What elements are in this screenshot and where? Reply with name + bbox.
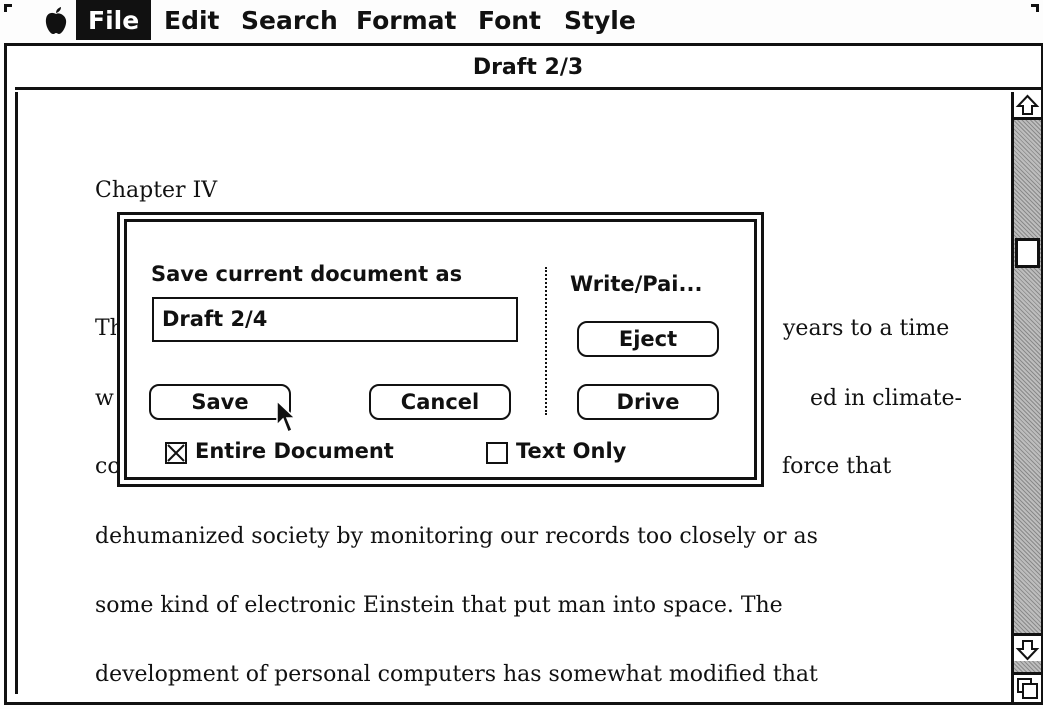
mouse-pointer-icon xyxy=(276,399,297,434)
document-line: ed in climate- xyxy=(810,386,962,411)
entire-document-checkbox[interactable] xyxy=(165,442,187,464)
scroll-down-button[interactable] xyxy=(1014,633,1041,661)
menu-search[interactable]: Search xyxy=(241,6,338,35)
text-only-checkbox[interactable] xyxy=(486,442,508,464)
document-line: force that xyxy=(782,454,892,479)
title-bar[interactable]: Draft 2/3 xyxy=(15,46,1041,90)
entire-document-label[interactable]: Entire Document xyxy=(195,439,394,463)
scroll-down-arrow-icon xyxy=(1015,640,1040,661)
filename-value: Draft 2/4 xyxy=(162,307,268,331)
scroll-up-button[interactable] xyxy=(1014,92,1041,120)
document-line: dehumanized society by monitoring our re… xyxy=(95,524,818,549)
disk-name-label: Write/Pai... xyxy=(570,272,703,296)
document-text-area[interactable]: Chapter IV Th years to a time w ed in cl… xyxy=(15,92,1013,694)
text-only-label[interactable]: Text Only xyxy=(516,439,627,463)
save-prompt-label: Save current document as xyxy=(151,262,463,286)
menu-file[interactable]: File xyxy=(76,0,152,40)
menu-bar: File Edit Search Format Font Style xyxy=(0,0,1043,44)
document-line: years to a time xyxy=(783,316,950,341)
screen-corner-top-left xyxy=(4,4,12,12)
window-title: Draft 2/3 xyxy=(472,55,584,80)
scroll-up-arrow-icon xyxy=(1015,94,1040,115)
dialog-divider xyxy=(545,267,547,415)
menu-edit[interactable]: Edit xyxy=(164,6,220,35)
document-line: co xyxy=(95,454,121,479)
apple-icon[interactable] xyxy=(43,6,69,36)
document-line: Chapter IV xyxy=(95,178,218,203)
save-dialog-frame: Save current document as Draft 2/4 Write… xyxy=(124,219,757,480)
save-dialog: Save current document as Draft 2/4 Write… xyxy=(117,212,764,487)
size-box[interactable] xyxy=(1011,672,1041,702)
scroll-thumb[interactable] xyxy=(1015,237,1040,268)
menu-font[interactable]: Font xyxy=(478,6,541,35)
eject-button[interactable]: Eject xyxy=(577,321,719,357)
filename-input[interactable]: Draft 2/4 xyxy=(152,297,518,342)
checkbox-x-icon xyxy=(167,444,185,462)
menu-style[interactable]: Style xyxy=(564,6,636,35)
document-line: some kind of electronic Einstein that pu… xyxy=(95,593,783,618)
document-line: w xyxy=(95,386,114,411)
drive-button[interactable]: Drive xyxy=(577,384,719,420)
resize-icon xyxy=(1017,678,1038,699)
cancel-button[interactable]: Cancel xyxy=(369,384,511,420)
vertical-scrollbar[interactable] xyxy=(1011,92,1041,694)
screen-corner-top-right xyxy=(1031,4,1039,12)
document-line: development of personal computers has so… xyxy=(95,662,818,687)
menu-format[interactable]: Format xyxy=(356,6,457,35)
save-button[interactable]: Save xyxy=(149,384,291,420)
